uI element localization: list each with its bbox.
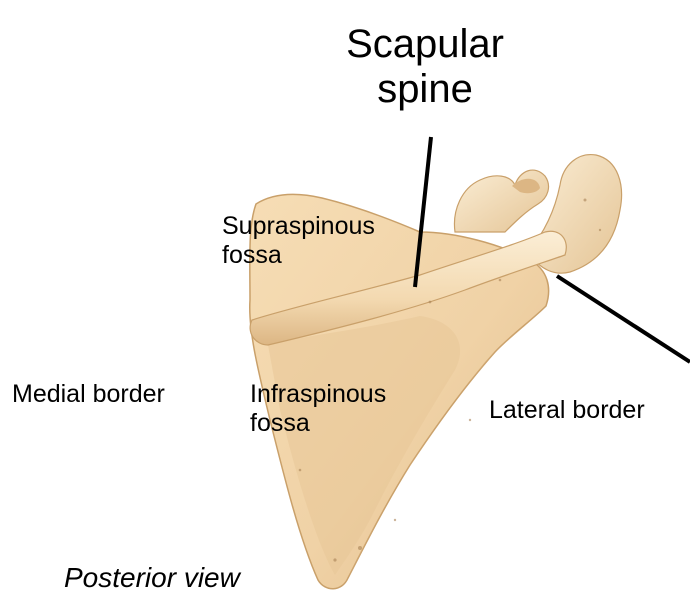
posterior-view-label: Posterior view xyxy=(64,562,240,593)
scapular-spine-label-line-1: Scapular xyxy=(346,22,504,66)
infraspinous-fossa-label-line-2: fossa xyxy=(250,408,310,437)
scapular-spine-label: Scapular spine xyxy=(320,22,530,112)
supraspinous-fossa-label: Supraspinous fossa xyxy=(222,212,375,270)
scapular-spine-ridge xyxy=(249,230,567,346)
lateral-border-label: Lateral border xyxy=(489,396,645,424)
coracoid-hook xyxy=(512,178,540,194)
lateral-border-leader-line xyxy=(555,274,690,364)
bone-texture-dots xyxy=(298,198,602,562)
infraspinous-fossa-label-line-1: Infraspinous xyxy=(250,380,387,408)
coracoid-process xyxy=(453,169,550,233)
infraspinous-fossa-label: Infraspinous fossa xyxy=(250,380,386,438)
medial-border-label: Medial border xyxy=(12,380,165,408)
scapular-spine-leader-line xyxy=(413,136,433,288)
infraspinous-shading xyxy=(268,316,461,575)
supraspinous-fossa-label-line-1: Supraspinous xyxy=(222,212,375,240)
scapular-spine-label-line-2: spine xyxy=(377,66,473,111)
supraspinous-fossa-label-line-2: fossa xyxy=(222,240,282,269)
